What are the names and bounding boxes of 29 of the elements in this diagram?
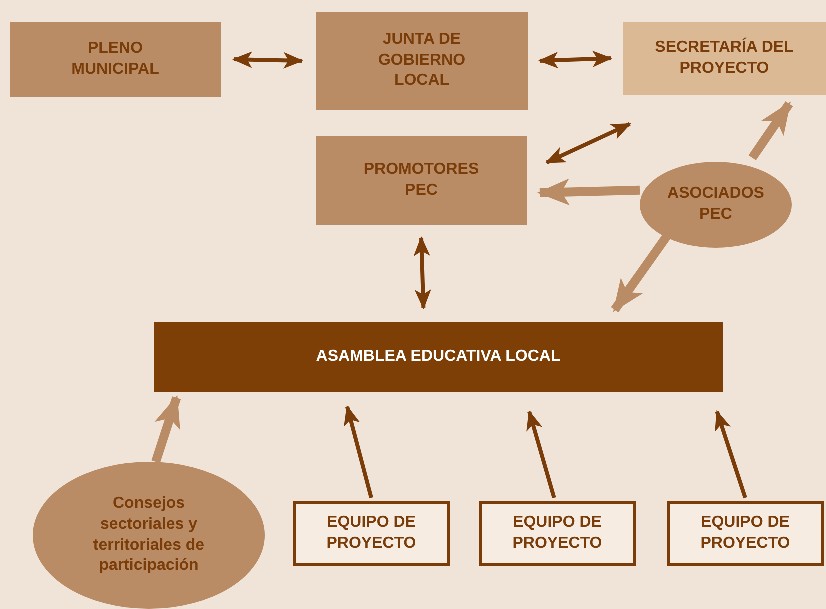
arrow bbox=[344, 405, 374, 498]
process-box bbox=[316, 136, 527, 225]
arrow bbox=[526, 410, 556, 499]
node-label: Consejos sectoriales y territoriales de participación bbox=[92, 494, 206, 576]
node-label: JUNTA DE GOBIERNO LOCAL bbox=[377, 30, 467, 92]
arrow bbox=[538, 50, 613, 69]
arrow bbox=[715, 410, 748, 499]
arrow bbox=[611, 233, 672, 313]
node-label: PLENO MUNICIPAL bbox=[70, 38, 160, 80]
node-label: ASOCIADOS PEC bbox=[668, 184, 764, 225]
arrow bbox=[152, 395, 182, 464]
node-label: EQUIPO DE PROYECTO bbox=[512, 512, 604, 554]
node-label: EQUIPO DE PROYECTO bbox=[326, 512, 418, 554]
team-box bbox=[479, 501, 636, 566]
node-label: PROMOTORES PEC bbox=[362, 160, 480, 200]
arrow bbox=[537, 178, 640, 206]
process-box bbox=[316, 12, 528, 110]
node-label: ASAMBLEA EDUCATIVA LOCAL bbox=[316, 346, 561, 367]
assembly-box bbox=[154, 322, 723, 392]
arrow bbox=[546, 122, 632, 165]
node-label: SECRETARÍA DEL PROYECTO bbox=[654, 38, 795, 78]
arrow bbox=[748, 101, 794, 161]
team-box bbox=[667, 501, 824, 566]
arrow bbox=[414, 236, 432, 310]
team-box bbox=[293, 501, 450, 566]
node-label: EQUIPO DE PROYECTO bbox=[700, 512, 792, 554]
process-box bbox=[623, 22, 826, 95]
arrow bbox=[232, 52, 304, 69]
process-box bbox=[10, 22, 221, 97]
